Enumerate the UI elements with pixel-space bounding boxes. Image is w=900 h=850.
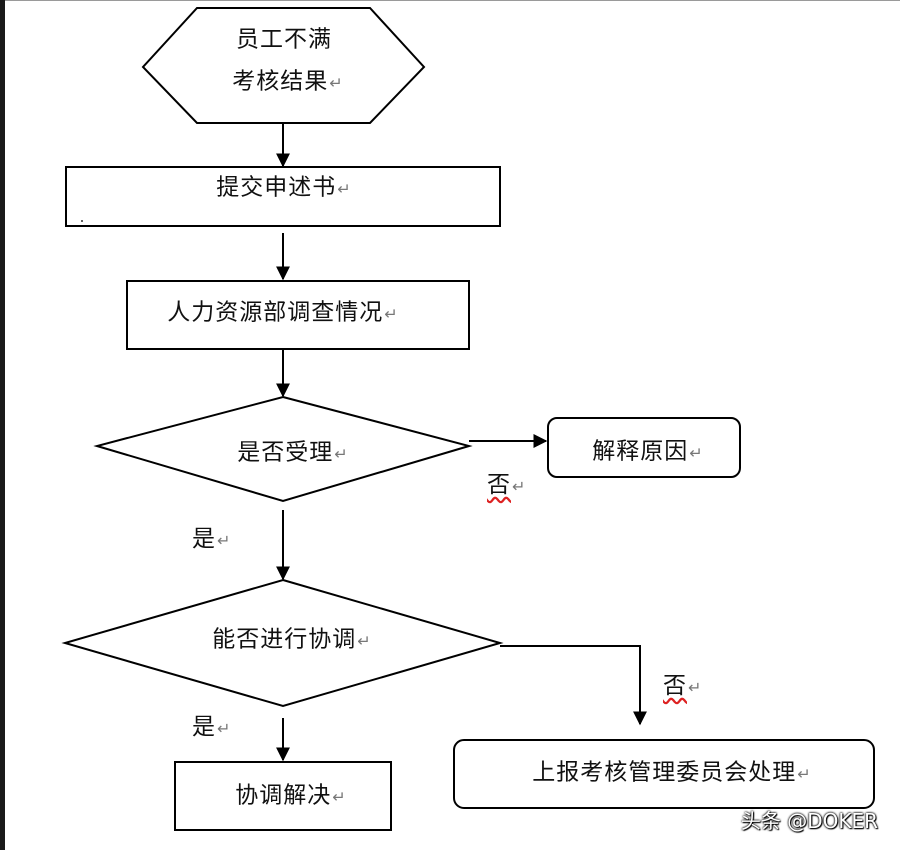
explain-box [547,417,741,478]
paragraph-mark-icon: ↵ [337,179,352,199]
arrow-coordinate-to-escalate [500,645,647,726]
accept-diamond [93,395,473,503]
top-border [5,0,900,1]
edge-label-coordinate-yes: 是↵ [192,714,232,740]
explain-label: 解释原因↵ [592,438,704,465]
escalate-label: 上报考核管理委员会处理↵ [532,759,812,786]
submit-label: 提交申述书↵ [216,174,352,201]
paragraph-mark-icon: ↵ [797,764,812,784]
start-hexagon [141,7,426,124]
watermark: 头条 @DOKER [740,809,878,833]
paragraph-mark-icon: ↵ [329,73,344,93]
start-label-line1: 员工不满 [236,26,332,53]
investigate-label: 人力资源部调查情况↵ [167,299,399,326]
coordinate-decision-label: 能否进行协调↵ [212,626,372,653]
paragraph-mark-icon: ↵ [334,444,349,464]
resolve-box [174,761,392,831]
paragraph-mark-icon: ↵ [688,678,703,697]
coordinate-diamond [61,578,504,708]
escalate-box [453,739,875,809]
edge-label-accept-no: 否↵ [487,472,527,498]
window-edge [0,0,5,850]
stray-dot [81,220,83,222]
start-label-line2: 考核结果↵ [232,68,344,95]
paragraph-mark-icon: ↵ [384,304,399,324]
paragraph-mark-icon: ↵ [689,443,704,463]
edge-label-coordinate-no: 否↵ [663,673,703,699]
paragraph-mark-icon: ↵ [217,531,232,550]
paragraph-mark-icon: ↵ [357,631,372,651]
accept-decision-label: 是否受理↵ [237,439,349,466]
paragraph-mark-icon: ↵ [217,719,232,738]
edge-label-accept-yes: 是↵ [192,526,232,552]
paragraph-mark-icon: ↵ [512,477,527,496]
resolve-label: 协调解决↵ [235,782,347,809]
investigate-box [126,280,470,350]
paragraph-mark-icon: ↵ [332,787,347,807]
